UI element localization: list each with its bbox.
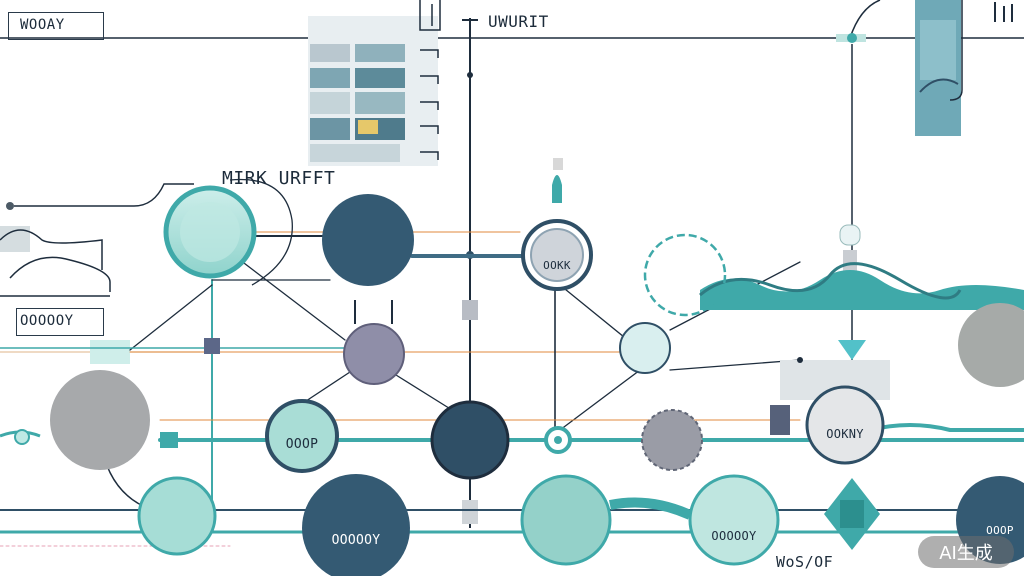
node-bottom-far-label: OOOP <box>986 524 1014 537</box>
pixel-image-block <box>308 16 439 166</box>
node-small-label: OOOP <box>286 437 319 452</box>
node-grey-mid <box>641 409 703 471</box>
node-bottom-navy: OOOOOY <box>302 474 410 576</box>
node-left-large <box>163 185 257 279</box>
node-small-teal: OOOP <box>265 399 339 473</box>
mid-title-label: MIRK URFFT <box>222 168 336 189</box>
node-bottom-mid: OOOOOY <box>688 474 780 566</box>
top-right-panel <box>836 0 1013 360</box>
node-navy-top <box>322 194 414 286</box>
left-counter-box <box>16 308 104 336</box>
node-grey-left <box>50 370 150 470</box>
node-right-label: OOKNY <box>826 427 864 441</box>
node-gear-label: OOKK <box>543 259 571 272</box>
top-left-label-box <box>8 12 104 40</box>
node-target <box>544 426 572 454</box>
node-navy-mid <box>430 400 510 480</box>
top-center-label: UWURIT <box>488 12 549 31</box>
node-lavender <box>343 300 405 385</box>
connector-widgets <box>160 178 803 448</box>
node-bottom-left-label: OOOOOY <box>332 533 381 548</box>
node-bottom-left <box>137 476 217 556</box>
node-bottom-mid-label: OOOOOY <box>711 529 757 543</box>
node-bottom-diamond <box>824 478 880 550</box>
left-side-decor <box>0 183 200 445</box>
top-bracket <box>419 0 441 31</box>
bottom-right-label: WoS/OF <box>776 553 834 571</box>
node-grey-far-right <box>958 303 1024 387</box>
node-bottom-teal <box>520 474 693 566</box>
node-gear: OOKK <box>521 158 593 291</box>
node-white-ring <box>619 233 727 374</box>
top-left-label: WOOAY <box>20 17 65 33</box>
left-counter-label: OOOOOY <box>20 313 74 329</box>
node-right: OOKNY <box>770 385 885 465</box>
watermark-badge: AI生成 <box>918 536 1014 568</box>
